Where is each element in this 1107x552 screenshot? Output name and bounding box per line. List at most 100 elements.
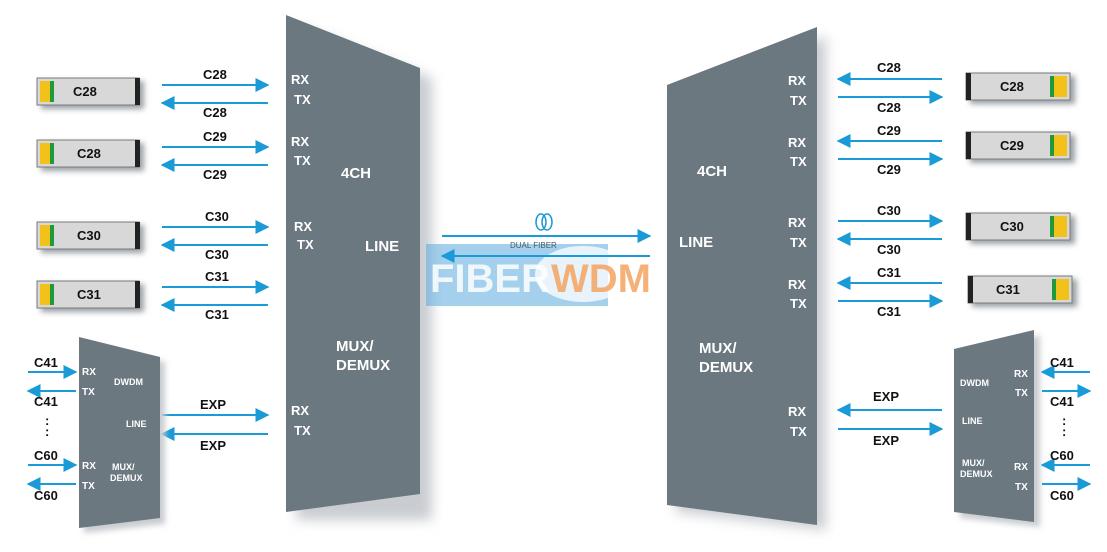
left-channel-label: C31 bbox=[205, 307, 229, 322]
right-port-rx: RX bbox=[788, 277, 806, 292]
left-small-channel: C41 bbox=[34, 394, 58, 409]
left-sfp-label: C28 bbox=[73, 84, 97, 99]
right-small-rx: RX bbox=[1014, 462, 1028, 473]
left-exp-tx: TX bbox=[294, 423, 311, 438]
dual-fiber-label: DUAL FIBER bbox=[510, 241, 557, 250]
right-channel-label: C30 bbox=[877, 242, 901, 257]
left-mux-label: MUX/ bbox=[336, 338, 374, 355]
right-channel-label: C31 bbox=[877, 265, 901, 280]
right-mux-body bbox=[667, 27, 817, 525]
left-small-channel: C60 bbox=[34, 448, 58, 463]
right-small-channel: C60 bbox=[1050, 448, 1074, 463]
right-small-channel: C41 bbox=[1050, 394, 1074, 409]
right-port-tx: TX bbox=[790, 235, 807, 250]
right-port-rx: RX bbox=[788, 215, 806, 230]
left-sfp-label: C28 bbox=[77, 146, 101, 161]
right-small-channel: C41 bbox=[1050, 355, 1074, 370]
right-port-tx: TX bbox=[790, 296, 807, 311]
right-sfp-label: C29 bbox=[1000, 138, 1024, 153]
right-sfp-label: C28 bbox=[1000, 79, 1024, 94]
left-exp-label: EXP bbox=[200, 397, 226, 412]
left-mux-label: DEMUX bbox=[336, 357, 390, 374]
right-exp-tx: TX bbox=[790, 424, 807, 439]
left-small-channel: C41 bbox=[34, 355, 58, 370]
left-sfp-label: C31 bbox=[77, 287, 101, 302]
right-small-rx: RX bbox=[1014, 369, 1028, 380]
left-channel-label: C28 bbox=[203, 105, 227, 120]
right-sfp-module: C31 bbox=[967, 275, 1077, 307]
left-sfp-label: C30 bbox=[77, 228, 101, 243]
right-sfp-label: C31 bbox=[996, 282, 1020, 297]
right-sfp-module: C29 bbox=[965, 131, 1075, 163]
right-mux-label: MUX/ bbox=[699, 340, 737, 357]
left-small-dots: : bbox=[45, 413, 49, 428]
left-sfp-module: C28 bbox=[36, 139, 144, 171]
right-sfp-module: C30 bbox=[965, 212, 1075, 244]
left-channel-label: C28 bbox=[203, 67, 227, 82]
right-sfp-module: C28 bbox=[965, 72, 1075, 104]
right-small-dots: : bbox=[1062, 424, 1066, 439]
left-channel-label: C29 bbox=[203, 129, 227, 144]
watermark-text: WDM bbox=[551, 257, 651, 301]
right-port-tx: TX bbox=[790, 154, 807, 169]
left-mux-line: LINE bbox=[365, 238, 399, 255]
left-sfp-module: C28 bbox=[36, 77, 144, 109]
left-small-mux-label: MUX/ bbox=[112, 462, 135, 472]
left-port-tx: TX bbox=[294, 92, 311, 107]
left-exp-label: EXP bbox=[200, 438, 226, 453]
left-channel-label: C30 bbox=[205, 209, 229, 224]
left-small-rx: RX bbox=[82, 461, 96, 472]
right-small-dwdm: DWDM bbox=[960, 378, 989, 388]
right-small-mux-label: MUX/ bbox=[962, 458, 985, 468]
right-mux-label: DEMUX bbox=[699, 359, 753, 376]
right-channel-label: C28 bbox=[877, 60, 901, 75]
left-small-tx: TX bbox=[82, 387, 95, 398]
left-small-dwdm: DWDM bbox=[114, 377, 143, 387]
right-port-tx: TX bbox=[790, 93, 807, 108]
right-small-channel: C60 bbox=[1050, 488, 1074, 503]
right-small-tx: TX bbox=[1015, 388, 1028, 399]
left-sfp-module: C30 bbox=[36, 221, 144, 253]
left-small-line: LINE bbox=[126, 419, 147, 429]
right-small-tx: TX bbox=[1015, 482, 1028, 493]
left-port-tx: TX bbox=[297, 237, 314, 252]
right-exp-label: EXP bbox=[873, 389, 899, 404]
left-small-rx: RX bbox=[82, 367, 96, 378]
left-small-dots: : bbox=[45, 424, 49, 439]
right-channel-label: C29 bbox=[877, 123, 901, 138]
left-port-tx: TX bbox=[294, 153, 311, 168]
right-channel-label: C29 bbox=[877, 162, 901, 177]
right-exp-rx: RX bbox=[788, 404, 806, 419]
right-port-rx: RX bbox=[788, 73, 806, 88]
left-channel-label: C30 bbox=[205, 247, 229, 262]
left-channel-label: C31 bbox=[205, 269, 229, 284]
left-small-mux bbox=[79, 337, 160, 528]
fiber-coil-icon bbox=[535, 213, 553, 231]
right-mux-channels: 4CH bbox=[697, 163, 727, 180]
left-small-mux-label: DEMUX bbox=[110, 473, 143, 483]
right-port-rx: RX bbox=[788, 135, 806, 150]
watermark-text: FIBER bbox=[430, 257, 550, 301]
left-exp-rx: RX bbox=[291, 403, 309, 418]
left-sfp-module: C31 bbox=[36, 280, 144, 312]
left-mux-body bbox=[286, 15, 420, 512]
left-port-rx: RX bbox=[291, 72, 309, 87]
right-small-mux bbox=[954, 330, 1034, 522]
right-channel-label: C28 bbox=[877, 100, 901, 115]
left-port-rx: RX bbox=[294, 219, 312, 234]
right-mux-line: LINE bbox=[679, 234, 713, 251]
right-sfp-label: C30 bbox=[1000, 219, 1024, 234]
right-small-line: LINE bbox=[962, 416, 983, 426]
left-port-rx: RX bbox=[291, 134, 309, 149]
right-channel-label: C31 bbox=[877, 304, 901, 319]
watermark-oval bbox=[535, 246, 631, 302]
right-small-mux-label: DEMUX bbox=[960, 469, 993, 479]
left-channel-label: C29 bbox=[203, 167, 227, 182]
right-small-dots: : bbox=[1062, 413, 1066, 428]
right-exp-label: EXP bbox=[873, 433, 899, 448]
left-mux-channels: 4CH bbox=[341, 165, 371, 182]
left-small-tx: TX bbox=[82, 481, 95, 492]
right-channel-label: C30 bbox=[877, 203, 901, 218]
